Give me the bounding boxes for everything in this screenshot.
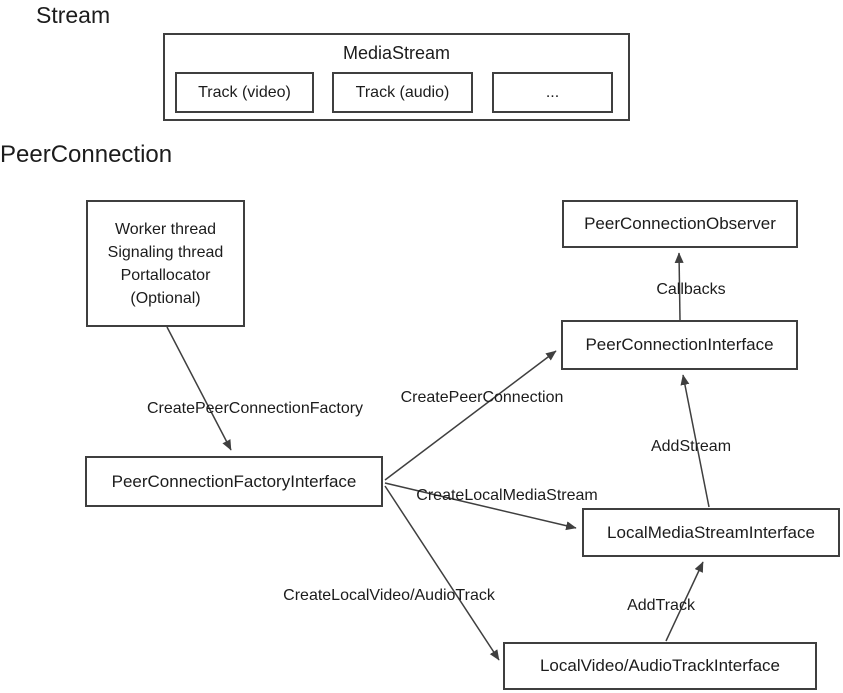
optional-line: (Optional) [130,289,201,307]
edge-create-factory-arrow [166,326,232,451]
signaling-thread-line: Signaling thread [107,243,224,261]
peer-connection-observer-box: PeerConnectionObserver [562,200,798,248]
track-more-box: ... [492,72,613,113]
local-media-stream-interface-box: LocalMediaStreamInterface [582,508,840,557]
edge-add-track-arrow [665,561,704,642]
track-audio-box: Track (audio) [332,72,473,113]
edge-label-create-peer-connection: CreatePeerConnection [400,389,564,406]
local-video-audio-track-interface-box: LocalVideo/AudioTrackInterface [503,642,817,690]
peer-connection-factory-interface-box: PeerConnectionFactoryInterface [85,456,383,507]
edge-add-stream-arrow [680,374,710,508]
portallocator-line: Portallocator [120,266,211,284]
edge-create-peer-connection-arrow [384,350,557,481]
edge-label-create-local-video-audio-track: CreateLocalVideo/AudioTrack [283,587,495,604]
edge-label-add-track: AddTrack [627,597,695,614]
track-video-box: Track (video) [175,72,314,113]
mediastream-title: MediaStream [342,43,451,63]
edge-label-callbacks: Callbacks [656,281,726,298]
edge-label-create-local-media-stream: CreateLocalMediaStream [416,487,598,504]
edge-callbacks-arrow [674,252,684,321]
worker-thread-line: Worker thread [114,220,217,238]
worker-thread-box: Worker thread Signaling thread Portalloc… [86,200,245,327]
stream-section-heading: Stream [36,2,111,28]
peerconnection-section-heading: PeerConnection [0,141,173,168]
edge-create-local-track-arrow [384,485,500,661]
peer-connection-interface-box: PeerConnectionInterface [561,320,798,370]
mediastream-box: MediaStream Track (video) Track (audio) … [163,33,630,121]
edge-label-add-stream: AddStream [650,438,732,455]
edge-label-create-peer-connection-factory: CreatePeerConnectionFactory [146,400,364,417]
edge-create-local-media-stream-arrow [384,482,577,531]
